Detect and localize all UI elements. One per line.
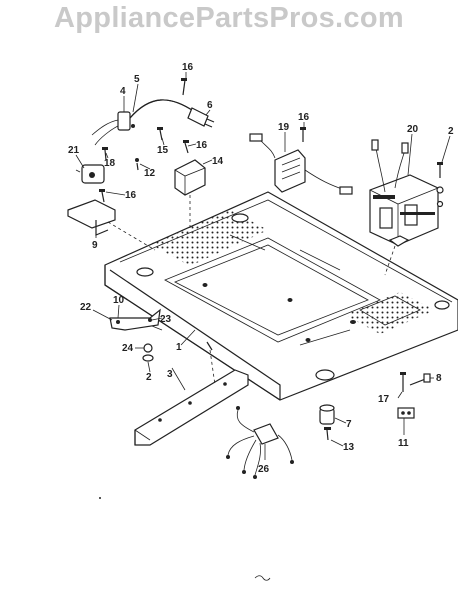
fuse-holder-part-7 [319, 404, 335, 425]
callout-16: 16 [298, 112, 310, 123]
callout-22: 22 [80, 302, 92, 313]
callout-6: 6 [207, 100, 213, 111]
bracket-part-10 [109, 308, 161, 331]
callout-21: 21 [68, 145, 80, 156]
callout-15: 15 [157, 145, 169, 156]
callout-4: 4 [120, 86, 126, 97]
callout-11: 11 [398, 438, 409, 449]
power-cord-assembly [91, 99, 215, 146]
transformer-part-20 [369, 139, 439, 247]
callout-24: 24 [122, 343, 134, 354]
callout-8: 8 [436, 373, 442, 384]
callout-23: 23 [160, 314, 172, 325]
callout-9: 9 [92, 240, 98, 251]
callout-26: 26 [258, 464, 270, 475]
choke-coil-part-19 [249, 133, 353, 195]
terminal-part-11 [397, 407, 415, 419]
screw-part-8 [409, 373, 431, 386]
callout-3: 3 [167, 369, 173, 380]
callout-14: 14 [212, 156, 224, 167]
callout-10: 10 [113, 295, 125, 306]
bracket-part-3 [134, 369, 249, 446]
callout-16: 16 [182, 62, 194, 73]
callout-16: 16 [196, 140, 208, 151]
callout-labels: 16 5 4 6 15 16 12 14 18 21 16 9 19 16 20… [68, 62, 454, 475]
callout-19: 19 [278, 122, 290, 133]
callout-12: 12 [144, 168, 156, 179]
wire-harness-part-26 [226, 406, 294, 479]
watermark-text: AppliancePartsPros.com [54, 2, 404, 34]
leader-lines [75, 72, 451, 460]
callout-1: 1 [176, 342, 182, 353]
callout-2: 2 [146, 372, 152, 383]
callout-13: 13 [343, 442, 355, 453]
thermal-switch-part-21 [75, 164, 105, 184]
callout-17: 17 [378, 394, 390, 405]
callout-18: 18 [104, 158, 116, 169]
callout-7: 7 [346, 419, 352, 430]
callout-5: 5 [134, 74, 140, 85]
callout-2: 2 [448, 126, 454, 137]
callout-20: 20 [407, 124, 419, 135]
relay-part-14 [174, 159, 206, 196]
bracket-part-9 [67, 199, 116, 236]
callout-16: 16 [125, 190, 137, 201]
base-plate [104, 191, 458, 401]
